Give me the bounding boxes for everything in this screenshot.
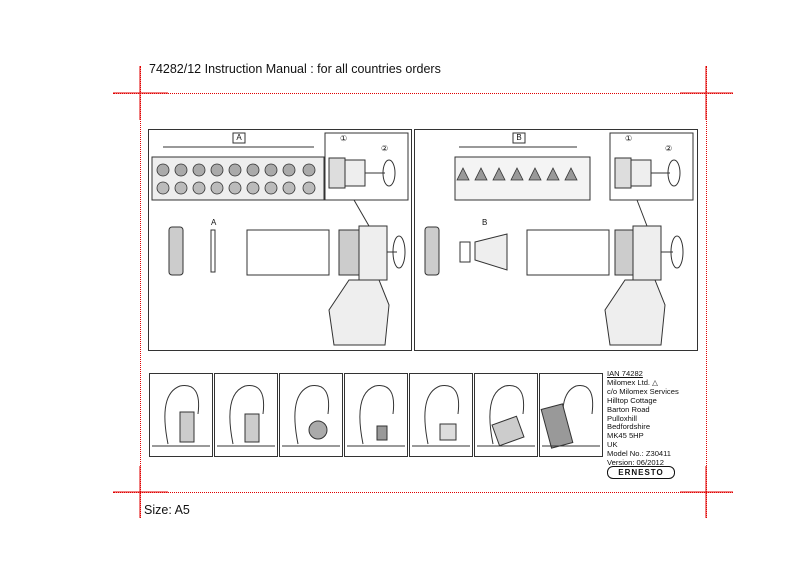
panel-b-label: B	[516, 133, 522, 142]
step-1-marker-b: ①	[625, 134, 633, 143]
usage-step-7	[539, 373, 603, 457]
model-number: Model No.: Z30411	[607, 449, 672, 459]
info-line: Hilltop Cottage	[607, 395, 657, 405]
page-header: 74282/12 Instruction Manual : for all co…	[149, 62, 441, 76]
step-2-marker-b: ②	[665, 144, 673, 153]
info-line: Bedfordshire	[607, 422, 651, 432]
recycling-triangle-icon: △	[652, 377, 659, 387]
panel-b-callout: B	[482, 218, 488, 227]
panel-a-illustration: A A ① ②	[148, 129, 412, 351]
panel-b-illustration: B B ① ②	[414, 129, 698, 351]
info-line: UK	[607, 440, 618, 450]
usage-step-6	[474, 373, 538, 457]
brand-logo: ERNESTO	[607, 466, 675, 479]
usage-step-3	[279, 373, 343, 457]
panel-a-label: A	[236, 133, 242, 142]
step-1-marker: ①	[340, 134, 348, 143]
crop-line-left	[140, 66, 141, 518]
usage-step-2	[214, 373, 278, 457]
info-line: c/o Milomex Services	[607, 386, 679, 396]
page-size-label: Size: A5	[144, 503, 190, 517]
panel-b-drawing	[424, 132, 694, 346]
info-line: Pulloxhill	[607, 413, 637, 423]
ian-number: IAN 74282	[607, 369, 643, 378]
manufacturer-info: IAN 74282 Milomex Ltd. △ c/o Milomex Ser…	[607, 369, 679, 468]
version: Version: 06/2012	[607, 458, 664, 468]
panel-a-drawing	[151, 132, 409, 346]
info-line: Barton Road	[607, 404, 650, 414]
step-2-marker: ②	[381, 144, 389, 153]
usage-step-4	[344, 373, 408, 457]
crop-line-bottom	[113, 492, 733, 493]
crop-line-right	[706, 66, 707, 518]
info-company: Milomex Ltd. △	[607, 377, 659, 387]
usage-step-1	[149, 373, 213, 457]
info-line: MK45 5HP	[607, 431, 644, 441]
usage-step-5	[409, 373, 473, 457]
crop-line-top	[113, 93, 733, 94]
panel-a-callout: A	[211, 218, 217, 227]
